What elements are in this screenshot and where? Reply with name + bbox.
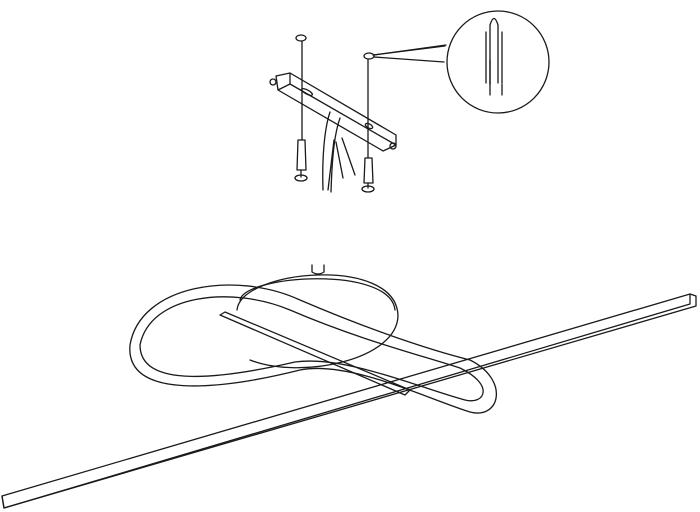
wall-plug-detail-icon [372, 10, 550, 114]
screw-icon [294, 139, 375, 193]
ceiling-lamp-icon [1, 264, 697, 509]
cable-icon [322, 111, 356, 193]
mounting-bracket-icon [269, 34, 397, 159]
